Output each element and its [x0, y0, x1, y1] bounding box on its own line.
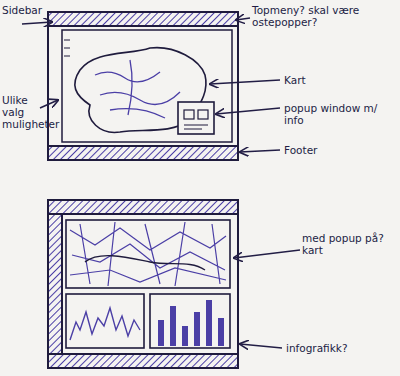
leader-arrow	[236, 18, 250, 20]
annotation-label: Sidebar	[2, 4, 62, 16]
map-box	[66, 220, 230, 288]
line-chart	[70, 308, 140, 340]
popup-item	[198, 110, 208, 119]
leader-arrow	[210, 80, 280, 84]
bar-chart-box	[150, 294, 230, 348]
annotation-label: popup window m/ info	[284, 102, 394, 126]
popup-item	[184, 110, 194, 119]
map-scribble	[70, 222, 226, 286]
annotation-label: med popup på? kart	[302, 232, 392, 256]
sidebar-band	[48, 214, 62, 354]
map-roads	[95, 60, 180, 118]
leader-arrow	[22, 22, 52, 24]
leader-lines	[22, 18, 300, 348]
bottom-wireframe	[48, 200, 238, 368]
popup-lines	[184, 125, 208, 129]
top-wireframe	[48, 12, 238, 160]
leader-arrow	[40, 100, 58, 108]
leader-arrow	[240, 344, 282, 348]
content-area	[62, 30, 232, 142]
leader-arrow	[216, 108, 280, 114]
line-chart-box	[66, 294, 144, 348]
header-band	[48, 12, 238, 26]
annotation-label: Footer	[284, 144, 344, 156]
footer-band	[48, 354, 238, 368]
annotation-label: Ulike valg muligheter	[2, 94, 46, 130]
popup-window	[178, 102, 214, 134]
page-frame	[48, 200, 238, 368]
annotation-label: Kart	[284, 74, 344, 86]
leader-arrow	[234, 250, 300, 258]
header-band	[48, 200, 238, 214]
sidebar-marks	[64, 40, 70, 56]
annotation-label: Topmeny? skal være ostepopper?	[252, 4, 392, 28]
map-outline	[85, 256, 205, 270]
leader-arrow	[240, 150, 280, 152]
page-frame	[48, 12, 238, 160]
bar-chart	[158, 300, 224, 346]
footer-band	[48, 146, 238, 160]
annotation-label: infografikk?	[286, 342, 386, 354]
